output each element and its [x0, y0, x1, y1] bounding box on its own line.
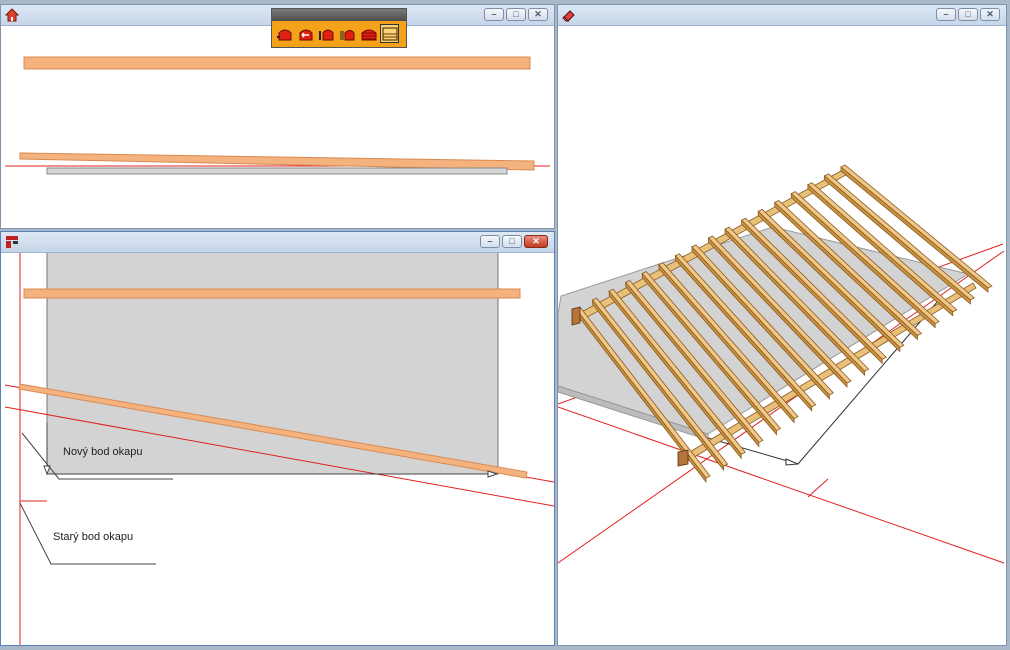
rafter-side	[790, 192, 936, 329]
restore-button[interactable]: □	[502, 235, 522, 248]
section-view-window[interactable]: – □ ✕ Nový bod o	[0, 231, 555, 646]
close-button[interactable]: ✕	[524, 235, 548, 248]
3d-view-canvas[interactable]	[558, 26, 1006, 645]
sloped-rafter	[18, 383, 528, 479]
roof-tool-2-button[interactable]	[296, 24, 315, 43]
construction-line-3d-4	[807, 478, 829, 498]
section-view-titlebar[interactable]: – □ ✕	[1, 232, 554, 253]
roof-tool-6-button[interactable]	[380, 24, 399, 43]
roof-tools-toolbar[interactable]	[271, 8, 407, 48]
roof-tool-4-icon	[340, 29, 354, 40]
beam-top	[23, 56, 531, 70]
rafter-side	[807, 183, 954, 317]
leader-new-eave	[21, 432, 173, 480]
roof-tool-5-icon	[361, 29, 376, 40]
rafter-side	[840, 166, 989, 293]
purlin-end-bottom	[677, 449, 689, 467]
section-view-icon	[6, 236, 18, 248]
plan-view-canvas[interactable]	[1, 26, 554, 228]
close-button[interactable]: ✕	[528, 8, 548, 21]
house-icon	[5, 8, 19, 22]
minimize-button[interactable]: –	[484, 8, 504, 21]
wall-section	[46, 253, 499, 475]
roof-tool-2-icon	[299, 29, 312, 40]
rafter-side	[608, 290, 742, 460]
toolbar-titlebar[interactable]	[272, 9, 406, 21]
eraser-3d-icon	[562, 10, 575, 22]
restore-button[interactable]: □	[506, 8, 526, 21]
dimension-arrow-right	[487, 470, 499, 478]
rafter-side	[674, 254, 813, 412]
rafter-side	[625, 281, 760, 448]
rafter-side	[592, 298, 725, 472]
rafter-side	[641, 272, 777, 436]
section-view-canvas[interactable]: Nový bod okapu Starý bod okapu	[1, 253, 554, 645]
roof-tool-1-button[interactable]	[275, 24, 294, 43]
new-eave-point-label: Nový bod okapu	[63, 446, 143, 458]
rafter-group	[571, 164, 993, 484]
rafter-side	[708, 237, 848, 388]
rafter-side	[774, 201, 918, 341]
roof-tool-5-button[interactable]	[359, 24, 378, 43]
construction-line-3d-3	[558, 406, 1005, 564]
rafter-side	[658, 263, 795, 424]
sloped-beam	[19, 152, 535, 171]
rafter-side	[757, 210, 901, 353]
purlin-beam	[23, 288, 521, 299]
dimension-arrow-3d	[785, 458, 799, 466]
purlin-end-top	[571, 306, 581, 326]
roof-tool-4-button[interactable]	[338, 24, 357, 43]
minimize-button[interactable]: –	[480, 235, 500, 248]
3d-view-window[interactable]: – □ ✕	[557, 4, 1007, 646]
close-button[interactable]: ✕	[980, 8, 1000, 21]
roof-tool-3-button[interactable]	[317, 24, 336, 43]
old-eave-point-label: Starý bod okapu	[53, 531, 134, 543]
wall-plate	[46, 167, 508, 175]
roof-tool-6-icon	[381, 26, 398, 41]
rafter-side	[691, 245, 830, 400]
rafter-side	[724, 228, 866, 377]
restore-button[interactable]: □	[958, 8, 978, 21]
rafter-side	[824, 175, 971, 305]
dimension-arrow-down	[43, 465, 51, 476]
roof-tool-3-icon	[318, 29, 333, 40]
roof-tool-1-icon	[276, 29, 291, 40]
rafter-side	[741, 219, 883, 365]
minimize-button[interactable]: –	[936, 8, 956, 21]
3d-view-titlebar[interactable]: – □ ✕	[558, 5, 1006, 26]
construction-line-slope-2	[4, 406, 554, 507]
leader-old-eave	[19, 502, 156, 565]
